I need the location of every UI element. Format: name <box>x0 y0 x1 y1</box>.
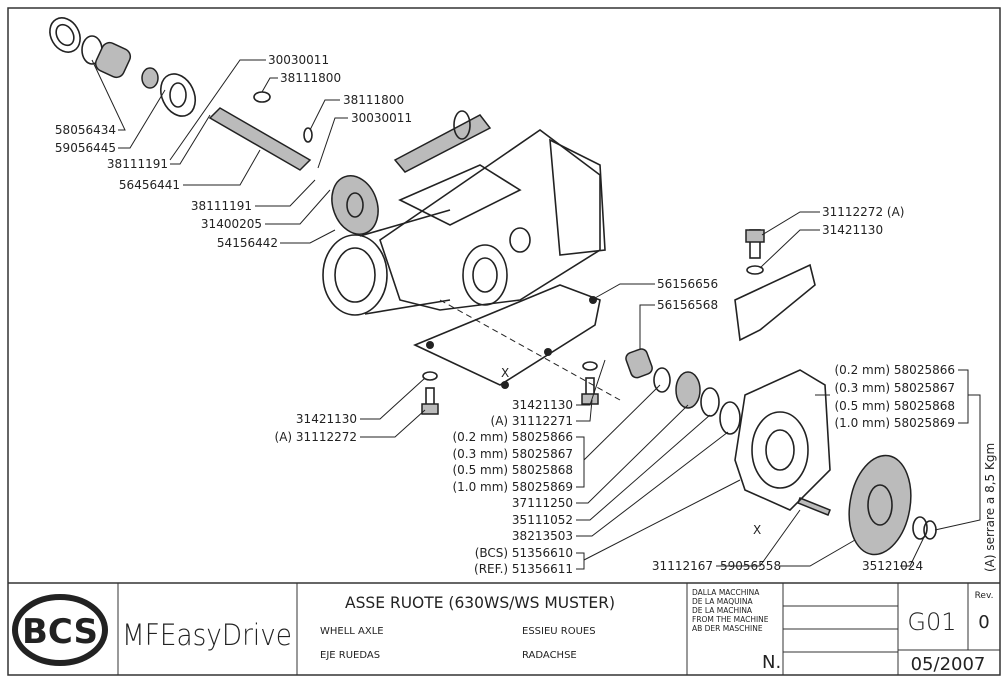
axis-marker: X <box>501 366 509 380</box>
part-label: 38111191 <box>191 199 252 213</box>
shaft-assembly-drawing <box>49 17 492 235</box>
part-label: (1.0 mm) 58025869 <box>452 480 573 494</box>
drawing-title: ASSE RUOTE (630WS/WS MUSTER) <box>345 593 615 612</box>
part-label: (BCS) 51356610 <box>475 546 573 560</box>
part-label: 31421130 <box>822 223 883 237</box>
from-machine-line: DE LA MAQUINA <box>692 597 753 606</box>
part-label: (A) 31112271 <box>491 414 573 428</box>
frame <box>7 7 1001 676</box>
part-label: (0.2 mm) 58025866 <box>834 363 955 377</box>
bolts-drawing <box>421 229 831 516</box>
part-label: 31112272 (A) <box>822 205 904 219</box>
rev-label: Rev. <box>975 591 994 601</box>
part-label: 30030011 <box>268 53 329 67</box>
part-label: 35111052 <box>512 513 573 527</box>
part-label: 59056445 <box>55 141 116 155</box>
product-name: MFEasyDrive <box>122 618 292 652</box>
sheet-code: G01 <box>907 608 956 636</box>
part-label: (0.2 mm) 58025866 <box>452 430 573 444</box>
title-es: EJE RUEDAS <box>320 650 380 661</box>
torque-note: (A) serrare a 8,5 Kgm <box>983 443 997 572</box>
title-de: RADACHSE <box>522 650 577 661</box>
part-label: 38111191 <box>107 157 168 171</box>
bcs-logo-text: BCS <box>22 612 98 652</box>
title-fr: ESSIEU ROUES <box>522 626 596 637</box>
part-label: (REF.) 51356611 <box>474 562 573 576</box>
leader-lines <box>91 59 981 570</box>
part-label: 31400205 <box>201 217 262 231</box>
drawing-date: 05/2007 <box>911 654 986 675</box>
gear-housing-drawing <box>322 129 621 401</box>
part-label: 56156656 <box>657 277 718 291</box>
title-block: BCS MFEasyDrive ASSE RUOTE (630WS/WS MUS… <box>8 582 1000 675</box>
hub-flange-drawing <box>625 263 937 556</box>
part-label: 30030011 <box>351 111 412 125</box>
part-label: 59056558 <box>720 559 781 573</box>
rev-number: 0 <box>978 612 989 633</box>
part-label: 31421130 <box>512 398 573 412</box>
part-labels: 30030011 38111800 38111800 30030011 5805… <box>55 53 997 576</box>
part-label: (1.0 mm) 58025869 <box>834 416 955 430</box>
part-label: 37111250 <box>512 496 573 510</box>
part-label: 58056434 <box>55 123 116 137</box>
from-machine-line: DALLA MACCHINA <box>692 588 760 597</box>
part-label: 54156442 <box>217 236 278 250</box>
part-label: 31112167 <box>652 559 713 573</box>
part-label: 56156568 <box>657 298 718 312</box>
part-label: (A) 31112272 <box>275 430 357 444</box>
from-machine-line: FROM THE MACHINE <box>692 615 769 624</box>
title-en: WHELL AXLE <box>320 626 384 637</box>
part-label: 35121024 <box>862 559 923 573</box>
from-machine-line: DE LA MACHINA <box>692 606 753 615</box>
part-label: 31421130 <box>296 412 357 426</box>
part-label: (0.3 mm) 58025867 <box>452 447 573 461</box>
part-label: 56456441 <box>119 178 180 192</box>
part-label: (0.5 mm) 58025868 <box>834 399 955 413</box>
from-machine-line: AB DER MASCHINE <box>692 624 763 633</box>
part-label: 38111800 <box>343 93 404 107</box>
part-label: 38111800 <box>280 71 341 85</box>
number-label: N. <box>762 652 781 673</box>
part-label: (0.5 mm) 58025868 <box>452 463 573 477</box>
bcs-logo <box>12 594 108 666</box>
part-label: (0.3 mm) 58025867 <box>834 381 955 395</box>
part-label: 38213503 <box>512 529 573 543</box>
axis-marker: X <box>753 523 761 537</box>
